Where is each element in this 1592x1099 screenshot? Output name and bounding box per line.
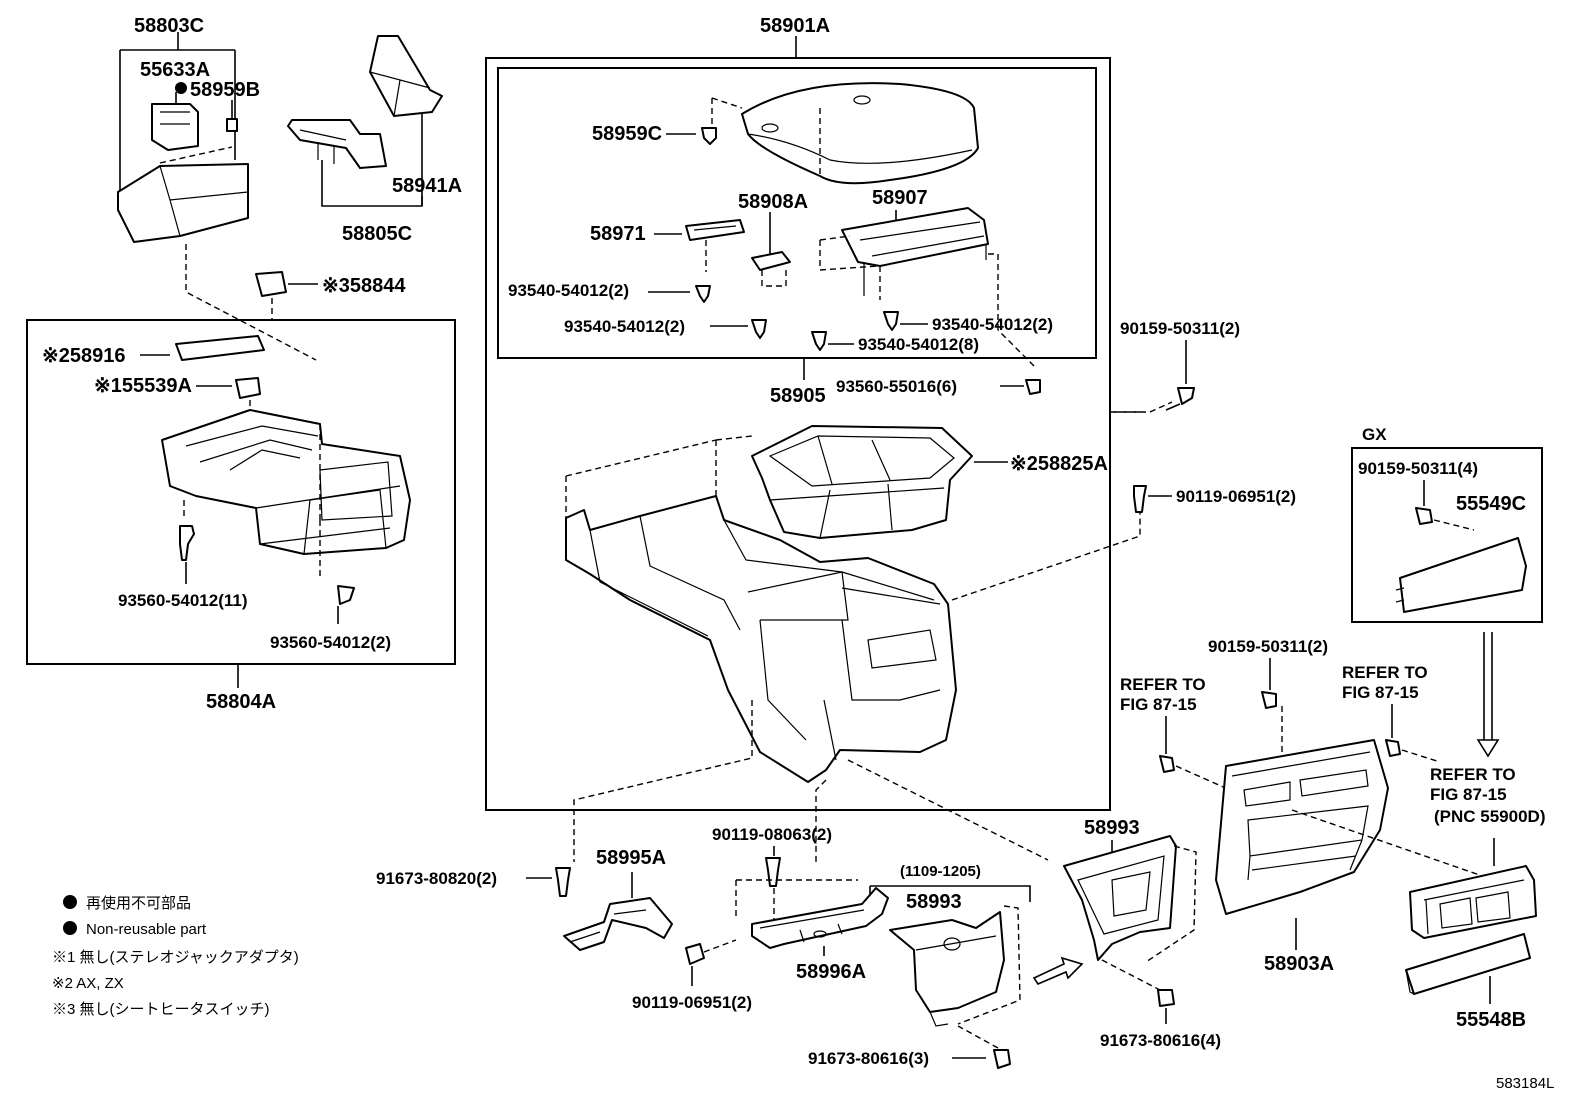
direction-arrow	[1032, 956, 1084, 985]
armrest-lid	[741, 82, 979, 185]
non-reusable-marker	[175, 82, 187, 94]
panel-55548B	[1405, 933, 1531, 995]
bracket-58993-a	[1063, 835, 1177, 961]
part-label-58844[interactable]: ※358844	[322, 275, 406, 297]
refer-1-line-a[interactable]: REFER TO	[1120, 675, 1206, 694]
bracket-58993-b	[889, 911, 1005, 1013]
refer-3-line-a[interactable]: REFER TO	[1430, 765, 1516, 784]
pad-58916	[175, 335, 265, 361]
bracket-58995A	[563, 897, 673, 951]
part-label-58804A[interactable]: 58804A	[206, 691, 276, 713]
part-label-58959C[interactable]: 58959C	[592, 123, 662, 145]
screw-58959C	[701, 127, 717, 145]
part-label-58971[interactable]: 58971	[590, 223, 646, 245]
part-label-58905[interactable]: 58905	[770, 385, 826, 407]
part-label-55549C[interactable]: 55549C	[1456, 493, 1526, 515]
bottom-brackets-group: 58993 (1109-1205) 58993 90119-08063(2) 5…	[376, 817, 1221, 1069]
screw-93560-55016	[1025, 379, 1041, 395]
part-label-90119-08063[interactable]: 90119-08063(2)	[712, 825, 832, 844]
part-label-93540-a[interactable]: 93540-54012(2)	[508, 281, 629, 300]
diagram-id: 583184L	[1496, 1075, 1554, 1092]
gx-label[interactable]: GX	[1362, 425, 1387, 444]
box-58825A	[751, 425, 973, 539]
part-label-58993-a[interactable]: 58993	[1084, 817, 1140, 839]
box-58804A: ※258916 ※155539A 93560-54012(11) 93560-5…	[26, 319, 456, 713]
console-box-body	[565, 495, 957, 783]
part-label-58993-b[interactable]: 58993	[906, 891, 962, 913]
part-label-58908A[interactable]: 58908A	[738, 191, 808, 213]
gx-box: GX 90159-50311(4) 55549C	[1351, 425, 1543, 758]
part-label-58995A[interactable]: 58995A	[596, 847, 666, 869]
part-label-90159-b[interactable]: 90159-50311(2)	[1208, 637, 1328, 656]
part-label-58805C[interactable]: 58805C	[342, 223, 412, 245]
screw-93560-54012-11	[179, 525, 195, 561]
legend: 再使用不可部品 Non-reusable part ※1 無し(ステレオジャック…	[52, 895, 299, 1018]
legend-bullet-1	[63, 895, 77, 909]
refer-2-line-a[interactable]: REFER TO	[1342, 663, 1428, 682]
part-label-58916[interactable]: ※258916	[42, 345, 126, 367]
part-label-93540-8[interactable]: 93540-54012(8)	[858, 335, 979, 354]
box-58901A: 58901A 58959C 58971 58908A 58907 93540-5…	[485, 15, 1173, 862]
part-label-58803C[interactable]: 58803C	[134, 15, 204, 37]
latch-58908A	[751, 251, 791, 271]
part-label-93560-54012-11[interactable]: 93560-54012(11)	[118, 591, 248, 610]
part-label-91673-80616-4[interactable]: 91673-80616(4)	[1100, 1031, 1221, 1050]
refer-1-line-b[interactable]: FIG 87-15	[1120, 695, 1197, 714]
date-range-label[interactable]: (1109-1205)	[900, 863, 981, 880]
bracket-58805C	[287, 119, 387, 169]
part-label-55539A[interactable]: ※155539A	[94, 375, 192, 397]
shift-bracket-group: 58941A 58805C	[287, 35, 462, 245]
climate-control-unit	[1409, 865, 1537, 939]
console-upper-panel	[161, 409, 411, 555]
refer-3-line-c[interactable]: (PNC 55900D)	[1434, 807, 1546, 826]
part-label-90119-06951-b[interactable]: 90119-06951(2)	[632, 993, 752, 1012]
legend-note-2: ※2 AX, ZX	[52, 975, 124, 992]
part-label-93540-c[interactable]: 93540-54012(2)	[932, 315, 1053, 334]
part-label-58901A[interactable]: 58901A	[760, 15, 830, 37]
part-label-90159-gx[interactable]: 90159-50311(4)	[1358, 459, 1478, 478]
screw-90119-06951-a: 90119-06951(2)	[1133, 485, 1296, 513]
part-label-93560-54012-2[interactable]: 93560-54012(2)	[270, 633, 391, 652]
part-label-91673-80616-3[interactable]: 91673-80616(3)	[808, 1049, 929, 1068]
part-label-58959B[interactable]: 58959B	[190, 79, 260, 101]
cup-holder-body	[117, 163, 249, 243]
part-label-58941A[interactable]: 58941A	[392, 175, 462, 197]
legend-line-2: Non-reusable part	[86, 921, 207, 938]
pocket-58941A	[369, 35, 443, 117]
switch-58844: ※358844	[255, 271, 406, 320]
part-label-55548B[interactable]: 55548B	[1456, 1009, 1526, 1031]
jack-55539A	[235, 377, 261, 399]
part-label-91673-80820[interactable]: 91673-80820(2)	[376, 869, 497, 888]
refer-2-line-b[interactable]: FIG 87-15	[1342, 683, 1419, 702]
screw-90159-a: 90159-50311(2)	[1120, 319, 1240, 411]
hinge-assy-58907	[841, 207, 989, 267]
panel-58903A	[1215, 739, 1389, 915]
legend-note-3: ※3 無し(シートヒータスイッチ)	[52, 1001, 270, 1018]
part-label-55633A[interactable]: 55633A	[140, 59, 210, 81]
part-label-90119-06951-a[interactable]: 90119-06951(2)	[1176, 487, 1296, 506]
part-label-58903A[interactable]: 58903A	[1264, 953, 1334, 975]
part-label-90159-a[interactable]: 90159-50311(2)	[1120, 319, 1240, 338]
part-label-93560-55016[interactable]: 93560-55016(6)	[836, 377, 957, 396]
cup-holder-group: 58803C 55633A 58959B	[117, 15, 317, 361]
part-label-58907[interactable]: 58907	[872, 187, 928, 209]
hinge-58971	[685, 219, 745, 241]
legend-line-1: 再使用不可部品	[86, 895, 191, 912]
panel-55549C	[1399, 537, 1527, 613]
part-label-58996A[interactable]: 58996A	[796, 961, 866, 983]
center-panel-group: 90159-50311(2) REFER TO FIG 87-15 REFER …	[1120, 637, 1546, 1031]
part-label-58825A[interactable]: ※258825A	[1010, 453, 1108, 475]
refer-3-line-b[interactable]: FIG 87-15	[1430, 785, 1507, 804]
legend-note-1: ※1 無し(ステレオジャックアダプタ)	[52, 949, 299, 966]
legend-bullet-2	[63, 921, 77, 935]
clip-58959B	[226, 118, 238, 132]
cup-holder-insert	[151, 103, 199, 151]
screw-93560-54012-2	[337, 585, 355, 605]
part-label-93540-b[interactable]: 93540-54012(2)	[564, 317, 685, 336]
